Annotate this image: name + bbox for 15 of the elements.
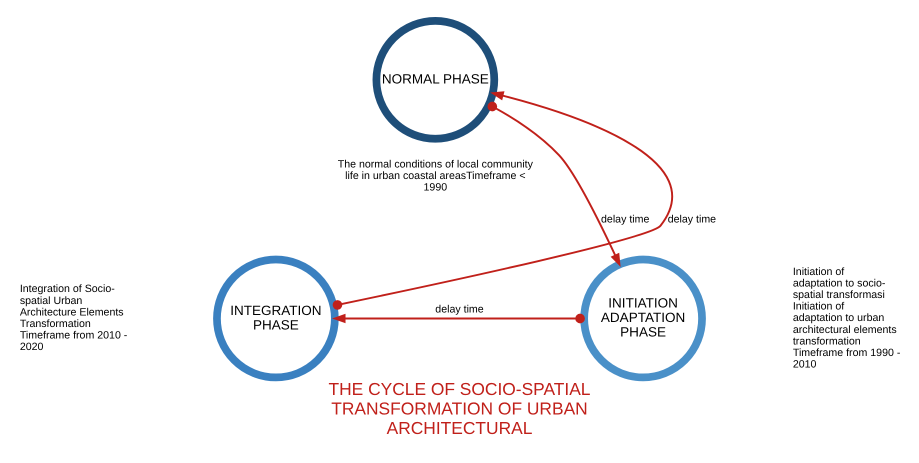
node-label: The normal conditions of local community life in urban coastal areasTimeframe < 1990	[338, 158, 533, 194]
node-circle: INTEGRATION PHASE	[213, 255, 339, 381]
diagram-title: THE CYCLE OF SOCIO-SPATIAL TRANSFORMATION OF URBAN ARCHITECTURAL	[328, 378, 590, 438]
node-label: Initiation of adaptation to socio-spatial transformasi	[792, 265, 886, 300]
arrow	[332, 90, 673, 310]
edge-label: delay time	[668, 213, 716, 226]
edge-label: delay time	[601, 213, 650, 226]
edge-label: delay time	[435, 302, 484, 315]
node-label: Integration of Socio-spatial Urban Architecture Elements Transformation	[20, 282, 124, 330]
arrow	[332, 313, 585, 323]
node-label: Timeframe from 1990 - 2010	[792, 346, 900, 370]
node-label: Timeframe from 2010 - 2020	[20, 329, 128, 353]
node-circle: INITIATION ADAPTATION PHASE	[580, 255, 706, 381]
node-label: Initiation of adaptation to urban architectural elements transformation	[792, 300, 897, 347]
arrow	[488, 101, 621, 267]
